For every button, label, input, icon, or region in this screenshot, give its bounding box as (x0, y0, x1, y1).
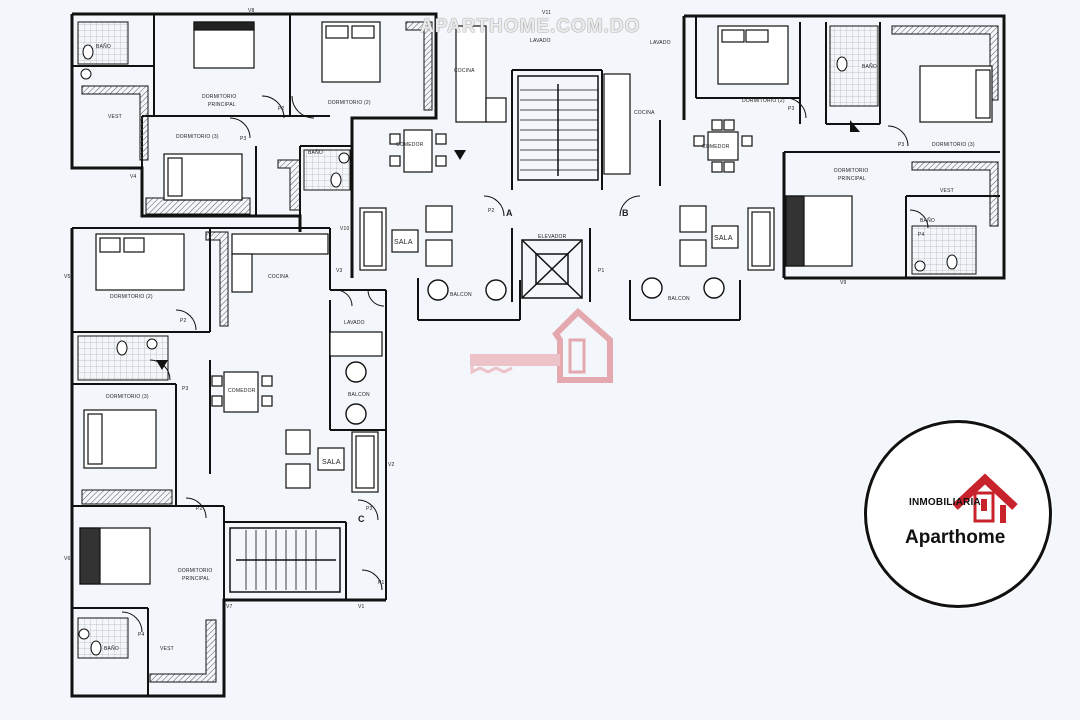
label-balcon: BALCON (450, 292, 472, 298)
tag-p4: P4 (138, 632, 145, 638)
bathroom-floors (77, 21, 977, 659)
label-dorm-3: DORMITORIO (3) (176, 134, 219, 140)
tag-v9: V9 (840, 280, 847, 286)
beds (79, 21, 993, 585)
tag-v5: V5 (64, 274, 71, 280)
watermark-url: APARTHOME.COM.DO (420, 16, 641, 37)
logo-brand: Aparthome (905, 527, 1006, 548)
label-bano-2: BAÑO (308, 149, 323, 156)
label-bano-5: BAÑO (104, 645, 119, 652)
tag-p2: P2 (278, 106, 285, 112)
label-dorm-2c: DORMITORIO (2) (110, 294, 153, 300)
unit-a-label: A (506, 208, 513, 218)
tag-v8: V8 (248, 8, 255, 14)
label-sala-2: SALA (714, 235, 733, 242)
label-comedor-2: COMEDOR (702, 144, 730, 150)
tag-v1: V1 (358, 604, 365, 610)
toilets (78, 44, 958, 656)
tag-v7: V7 (226, 604, 233, 610)
living-furniture (285, 205, 775, 493)
label-lavado-2: LAVADO (650, 40, 671, 46)
aparthome-logo-badge: INMOBILIARIA Aparthome (864, 420, 1052, 608)
house-key-logo-icon (952, 473, 1018, 523)
label-dorm-p3: DORMITORIO (178, 568, 212, 574)
elevator-shaft (521, 239, 583, 299)
label-sala: SALA (394, 239, 413, 246)
tag-p2c: P2 (196, 506, 203, 512)
closet-hatching (81, 21, 999, 683)
tag-p2b: P2 (180, 318, 187, 324)
label-vest-3: VEST (160, 646, 174, 652)
entry-arrows (156, 120, 860, 370)
tag-p3e: P3 (898, 142, 905, 148)
unit-c-label: C (358, 514, 365, 524)
tag-p4b: P4 (918, 232, 925, 238)
label-bano-3: BAÑO (862, 63, 877, 70)
tag-p3: P3 (240, 136, 247, 142)
label-cocina-2: COCINA (634, 110, 655, 116)
tag-v6: V6 (64, 556, 71, 562)
label-bano-4: BAÑO (920, 217, 935, 224)
balcony-chairs (345, 277, 725, 425)
kitchen-counters (231, 25, 631, 357)
outer-walls (70, 12, 1006, 698)
label-dorm-3c: DORMITORIO (3) (106, 394, 149, 400)
tag-p1b: P1 (598, 268, 605, 274)
label-balcon-3: BALCON (348, 392, 370, 398)
label-principal-3: PRINCIPAL (182, 576, 210, 582)
stairs (229, 75, 599, 593)
unit-b-label: B (622, 208, 629, 218)
label-lavado: LAVADO (530, 38, 551, 44)
door-swings (121, 95, 929, 633)
tag-p3b: P3 (182, 386, 189, 392)
tag-p3d: P3 (788, 106, 795, 112)
label-bano: BAÑO (96, 43, 111, 50)
tag-v2: V2 (388, 462, 395, 468)
label-cocina-3: COCINA (268, 274, 289, 280)
label-cocina: COCINA (454, 68, 475, 74)
label-principal: PRINCIPAL (208, 102, 236, 108)
tag-v4: V4 (130, 174, 137, 180)
tag-v3: V3 (336, 268, 343, 274)
center-logo-watermark (470, 307, 613, 383)
tag-v10: V10 (340, 226, 350, 232)
label-dorm-2b: DORMITORIO (2) (742, 98, 785, 104)
label-comedor-3: COMEDOR (228, 388, 256, 394)
label-principal-2: PRINCIPAL (838, 176, 866, 182)
logo-tagline: INMOBILIARIA (909, 497, 981, 508)
door-window-tags: P3 P2 P2 P3 P2 P4 P3 P1 P2 P1 P3 P3 P4 V… (64, 8, 925, 638)
label-vest-2: VEST (940, 188, 954, 194)
label-dorm: DORMITORIO (202, 94, 236, 100)
label-dorm-2: DORMITORIO (2) (328, 100, 371, 106)
tag-p3c: P3 (366, 506, 373, 512)
tag-v11: V11 (542, 10, 551, 16)
tag-p1: P1 (378, 580, 385, 586)
label-vest: VEST (108, 114, 122, 120)
room-labels: BAÑO VEST DORMITORIO PRINCIPAL DORMITORI… (96, 38, 975, 652)
dining-tables (211, 119, 753, 413)
label-lavado-3: LAVADO (344, 320, 365, 326)
label-dorm-3b: DORMITORIO (3) (932, 142, 975, 148)
label-balcon-2: BALCON (668, 296, 690, 302)
label-dorm-p2: DORMITORIO (834, 168, 868, 174)
label-sala-3: SALA (322, 459, 341, 466)
label-comedor: COMEDOR (396, 142, 424, 148)
tag-p2d: P2 (488, 208, 495, 214)
label-elevador: ELEVADOR (538, 234, 567, 240)
